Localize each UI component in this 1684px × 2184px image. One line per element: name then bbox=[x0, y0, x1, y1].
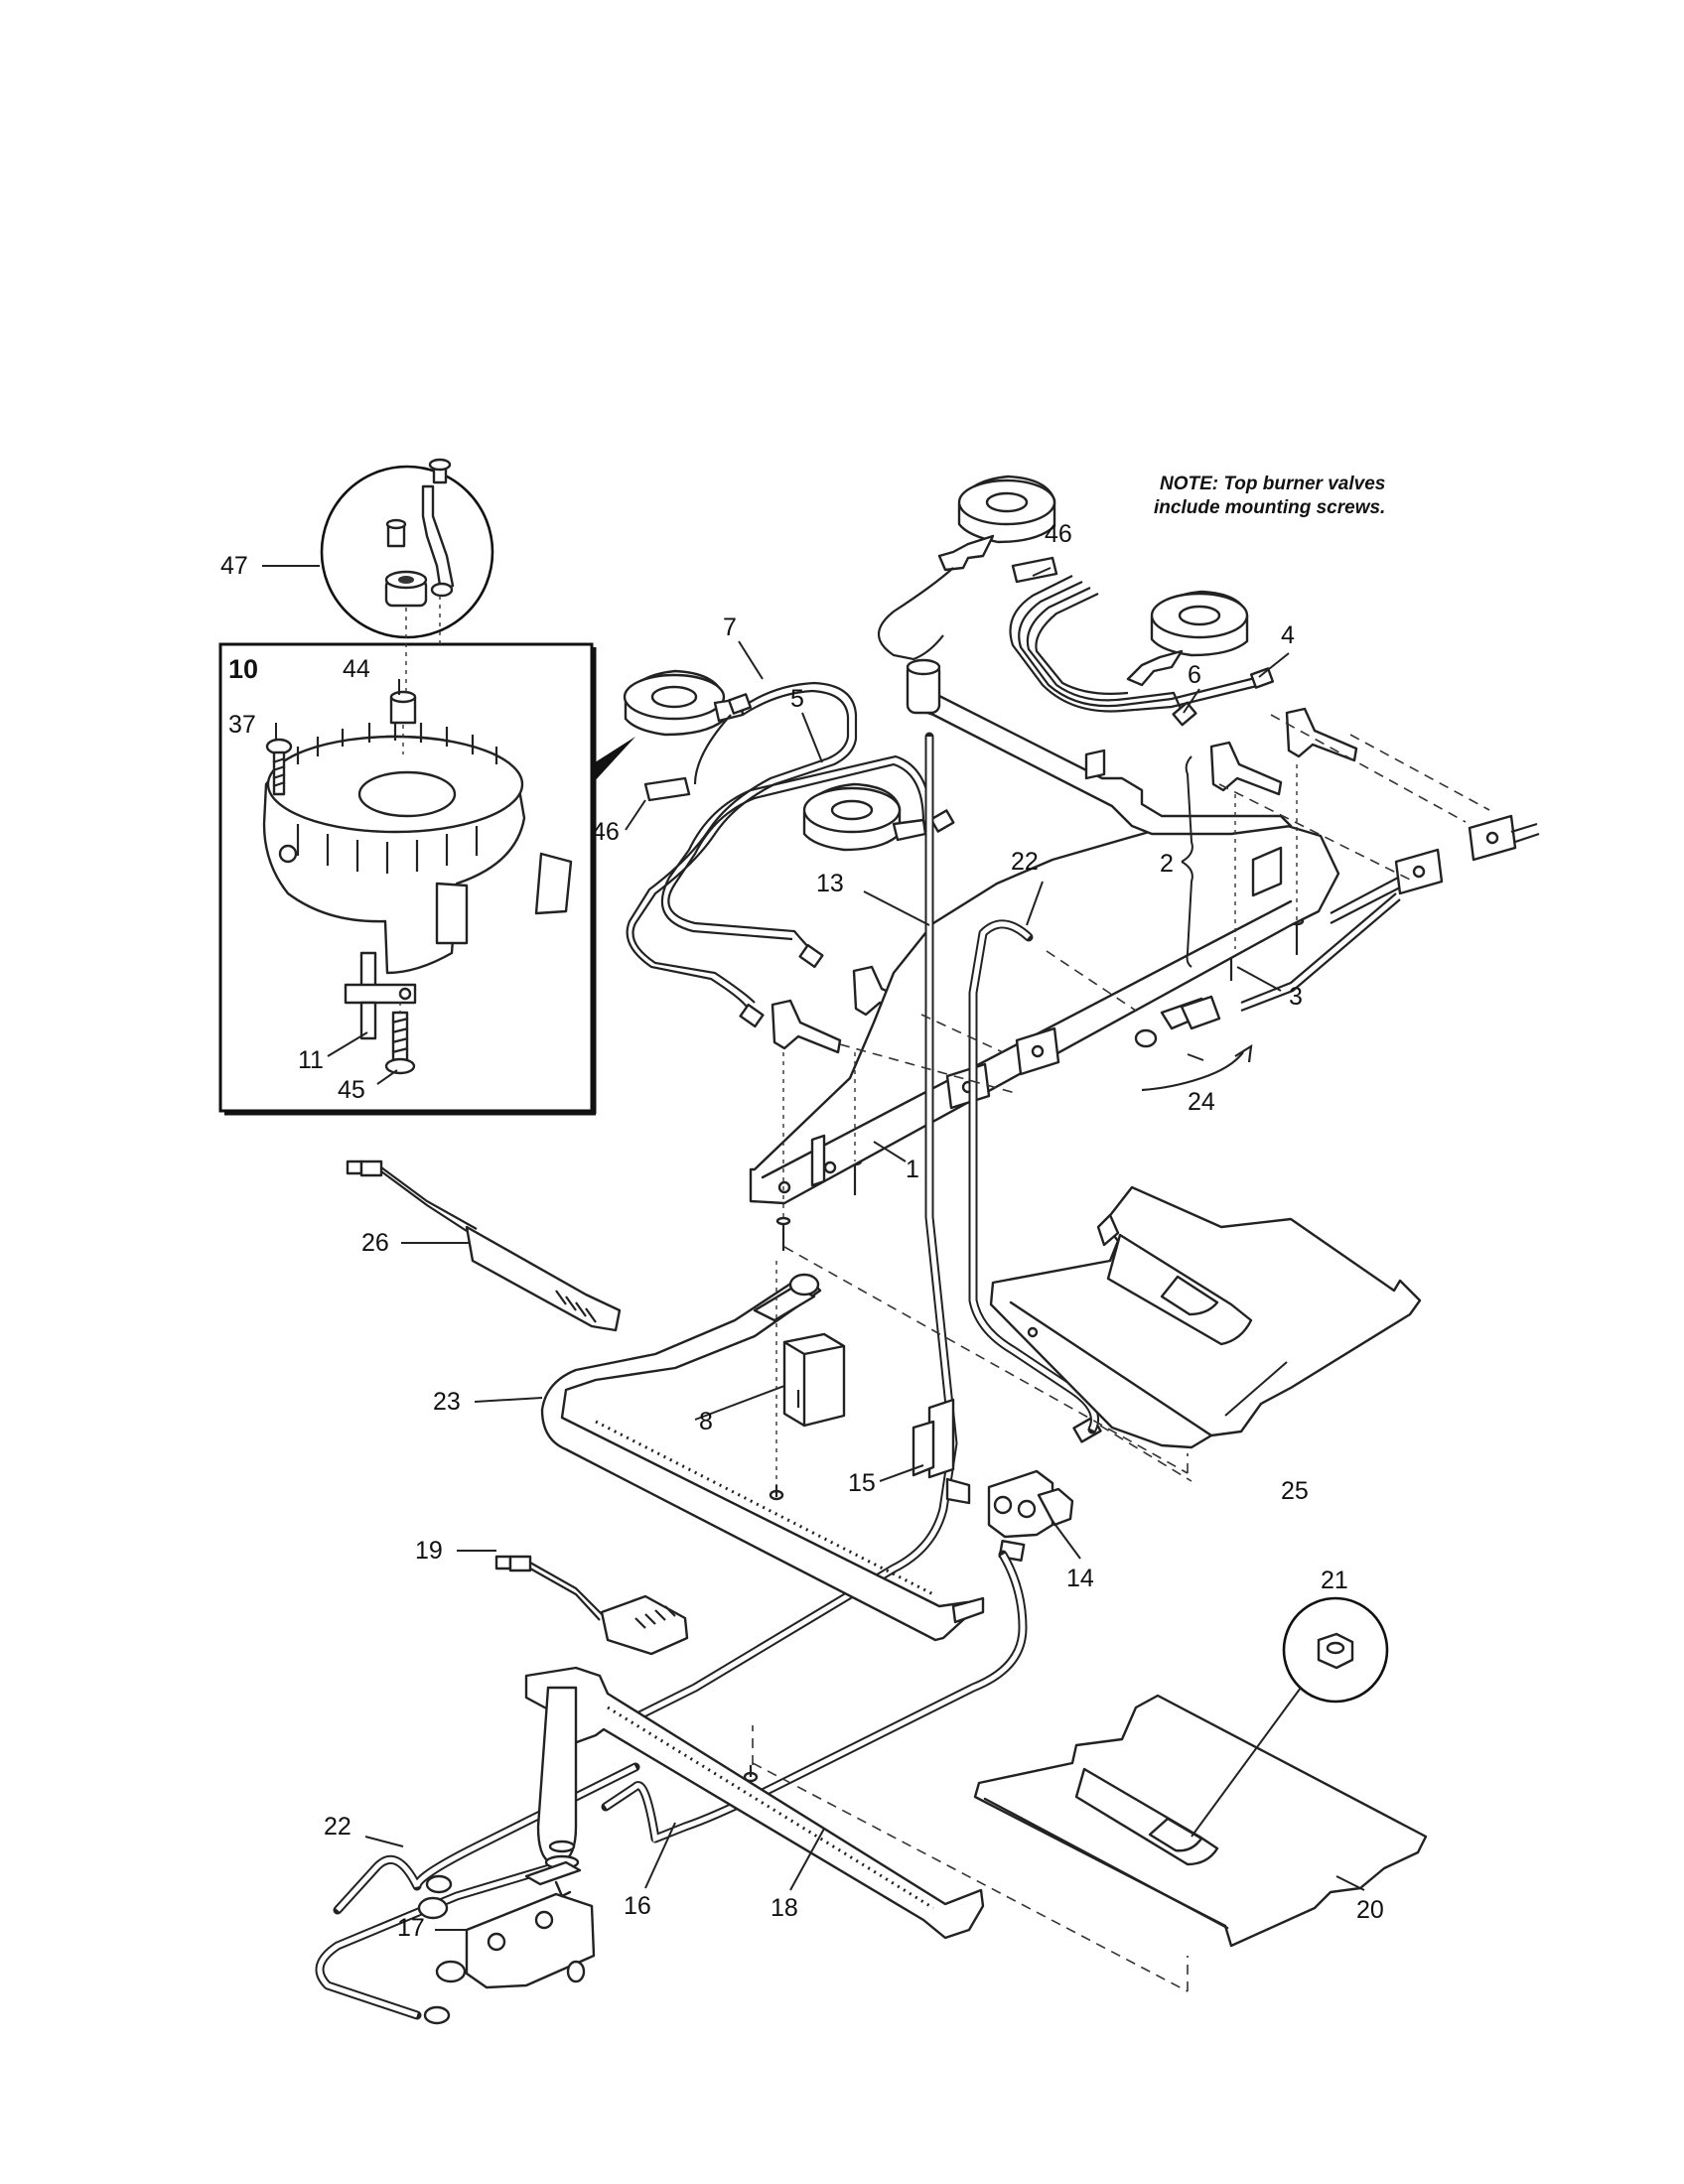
callout-47: 47 bbox=[220, 552, 248, 580]
tube-22-lower bbox=[315, 1762, 640, 2020]
baffle-20 bbox=[973, 1694, 1428, 1948]
note-line-2: include mounting screws. bbox=[1154, 497, 1385, 518]
ignitor-19 bbox=[494, 1555, 689, 1656]
broil-burner-18 bbox=[524, 1666, 985, 1940]
callout-11: 11 bbox=[298, 1046, 324, 1074]
callout-labels: 47 44 37 11 45 7 5 46 4 6 46 2 13 22 3 1… bbox=[220, 520, 1384, 1942]
callout-4: 4 bbox=[1281, 621, 1295, 649]
top-burner-rear-right bbox=[937, 475, 1056, 572]
valve-2-right bbox=[1285, 707, 1358, 762]
detail-circle-47 bbox=[320, 458, 494, 695]
screw-37 bbox=[265, 738, 293, 796]
note-line-1: NOTE: Top burner valves bbox=[1160, 474, 1385, 494]
callout-22-lower: 22 bbox=[324, 1813, 351, 1841]
callout-45: 45 bbox=[338, 1076, 365, 1104]
detail-circle-21 bbox=[1191, 1596, 1389, 1838]
callout-15: 15 bbox=[848, 1469, 876, 1497]
callout-14: 14 bbox=[1066, 1565, 1094, 1592]
baffle-25 bbox=[989, 1185, 1422, 1449]
callout-13: 13 bbox=[816, 870, 844, 897]
inset-burner-detail: 10 bbox=[218, 642, 635, 1116]
callout-24: 24 bbox=[1188, 1088, 1215, 1116]
valve-front-left bbox=[771, 999, 842, 1054]
bracket-46-upper bbox=[1011, 556, 1058, 584]
orifice-44 bbox=[389, 690, 417, 725]
bracket-15 bbox=[912, 1398, 971, 1505]
callout-23: 23 bbox=[433, 1388, 461, 1416]
fitting-24 bbox=[1134, 995, 1253, 1092]
burner-tubes bbox=[626, 567, 1262, 1008]
tube-13 bbox=[611, 732, 958, 1732]
ignitor-26 bbox=[346, 1160, 622, 1332]
valve-17 bbox=[417, 1860, 596, 1989]
callout-46-lower: 46 bbox=[592, 818, 620, 846]
note: NOTE: Top burner valves include mounting… bbox=[1154, 474, 1385, 518]
electrode-11 bbox=[344, 951, 417, 1040]
valve-2-left bbox=[1209, 741, 1283, 796]
bracket-46-lower bbox=[643, 776, 691, 802]
callout-6: 6 bbox=[1188, 661, 1201, 689]
top-burner-front-left bbox=[802, 782, 927, 852]
callout-leaders bbox=[262, 565, 1365, 1931]
callout-37: 37 bbox=[228, 711, 256, 739]
burner-base-detail bbox=[262, 721, 573, 975]
tube-16 bbox=[601, 1550, 1028, 1843]
callout-16: 16 bbox=[624, 1892, 651, 1920]
callout-19: 19 bbox=[415, 1537, 443, 1565]
orifice-lower bbox=[423, 1874, 453, 2025]
callout-46-upper: 46 bbox=[1045, 520, 1072, 548]
callout-1: 1 bbox=[906, 1156, 919, 1183]
callout-20: 20 bbox=[1356, 1896, 1384, 1924]
inset-number: 10 bbox=[228, 654, 258, 684]
top-burner-rear-left bbox=[623, 669, 745, 737]
screw-45 bbox=[384, 1011, 416, 1075]
callout-21: 21 bbox=[1321, 1567, 1348, 1594]
top-burner-front-right bbox=[1126, 590, 1249, 687]
alignment-lines bbox=[752, 714, 1490, 1992]
callout-22-upper: 22 bbox=[1011, 848, 1039, 876]
callout-5: 5 bbox=[790, 685, 804, 713]
callout-26: 26 bbox=[361, 1229, 389, 1257]
manifold-1 bbox=[749, 658, 1540, 1205]
callout-8: 8 bbox=[699, 1408, 713, 1435]
spark-module-8 bbox=[782, 1332, 846, 1428]
callout-2: 2 bbox=[1160, 850, 1174, 878]
callout-7: 7 bbox=[723, 614, 737, 641]
safety-valve-14 bbox=[987, 1469, 1074, 1539]
bake-burner-23 bbox=[540, 1273, 985, 1642]
callout-3: 3 bbox=[1289, 983, 1303, 1011]
callout-44: 44 bbox=[343, 655, 370, 683]
inset-pointer bbox=[592, 737, 635, 784]
callout-18: 18 bbox=[771, 1894, 798, 1922]
callout-17: 17 bbox=[397, 1914, 425, 1942]
callout-25: 25 bbox=[1281, 1477, 1309, 1505]
